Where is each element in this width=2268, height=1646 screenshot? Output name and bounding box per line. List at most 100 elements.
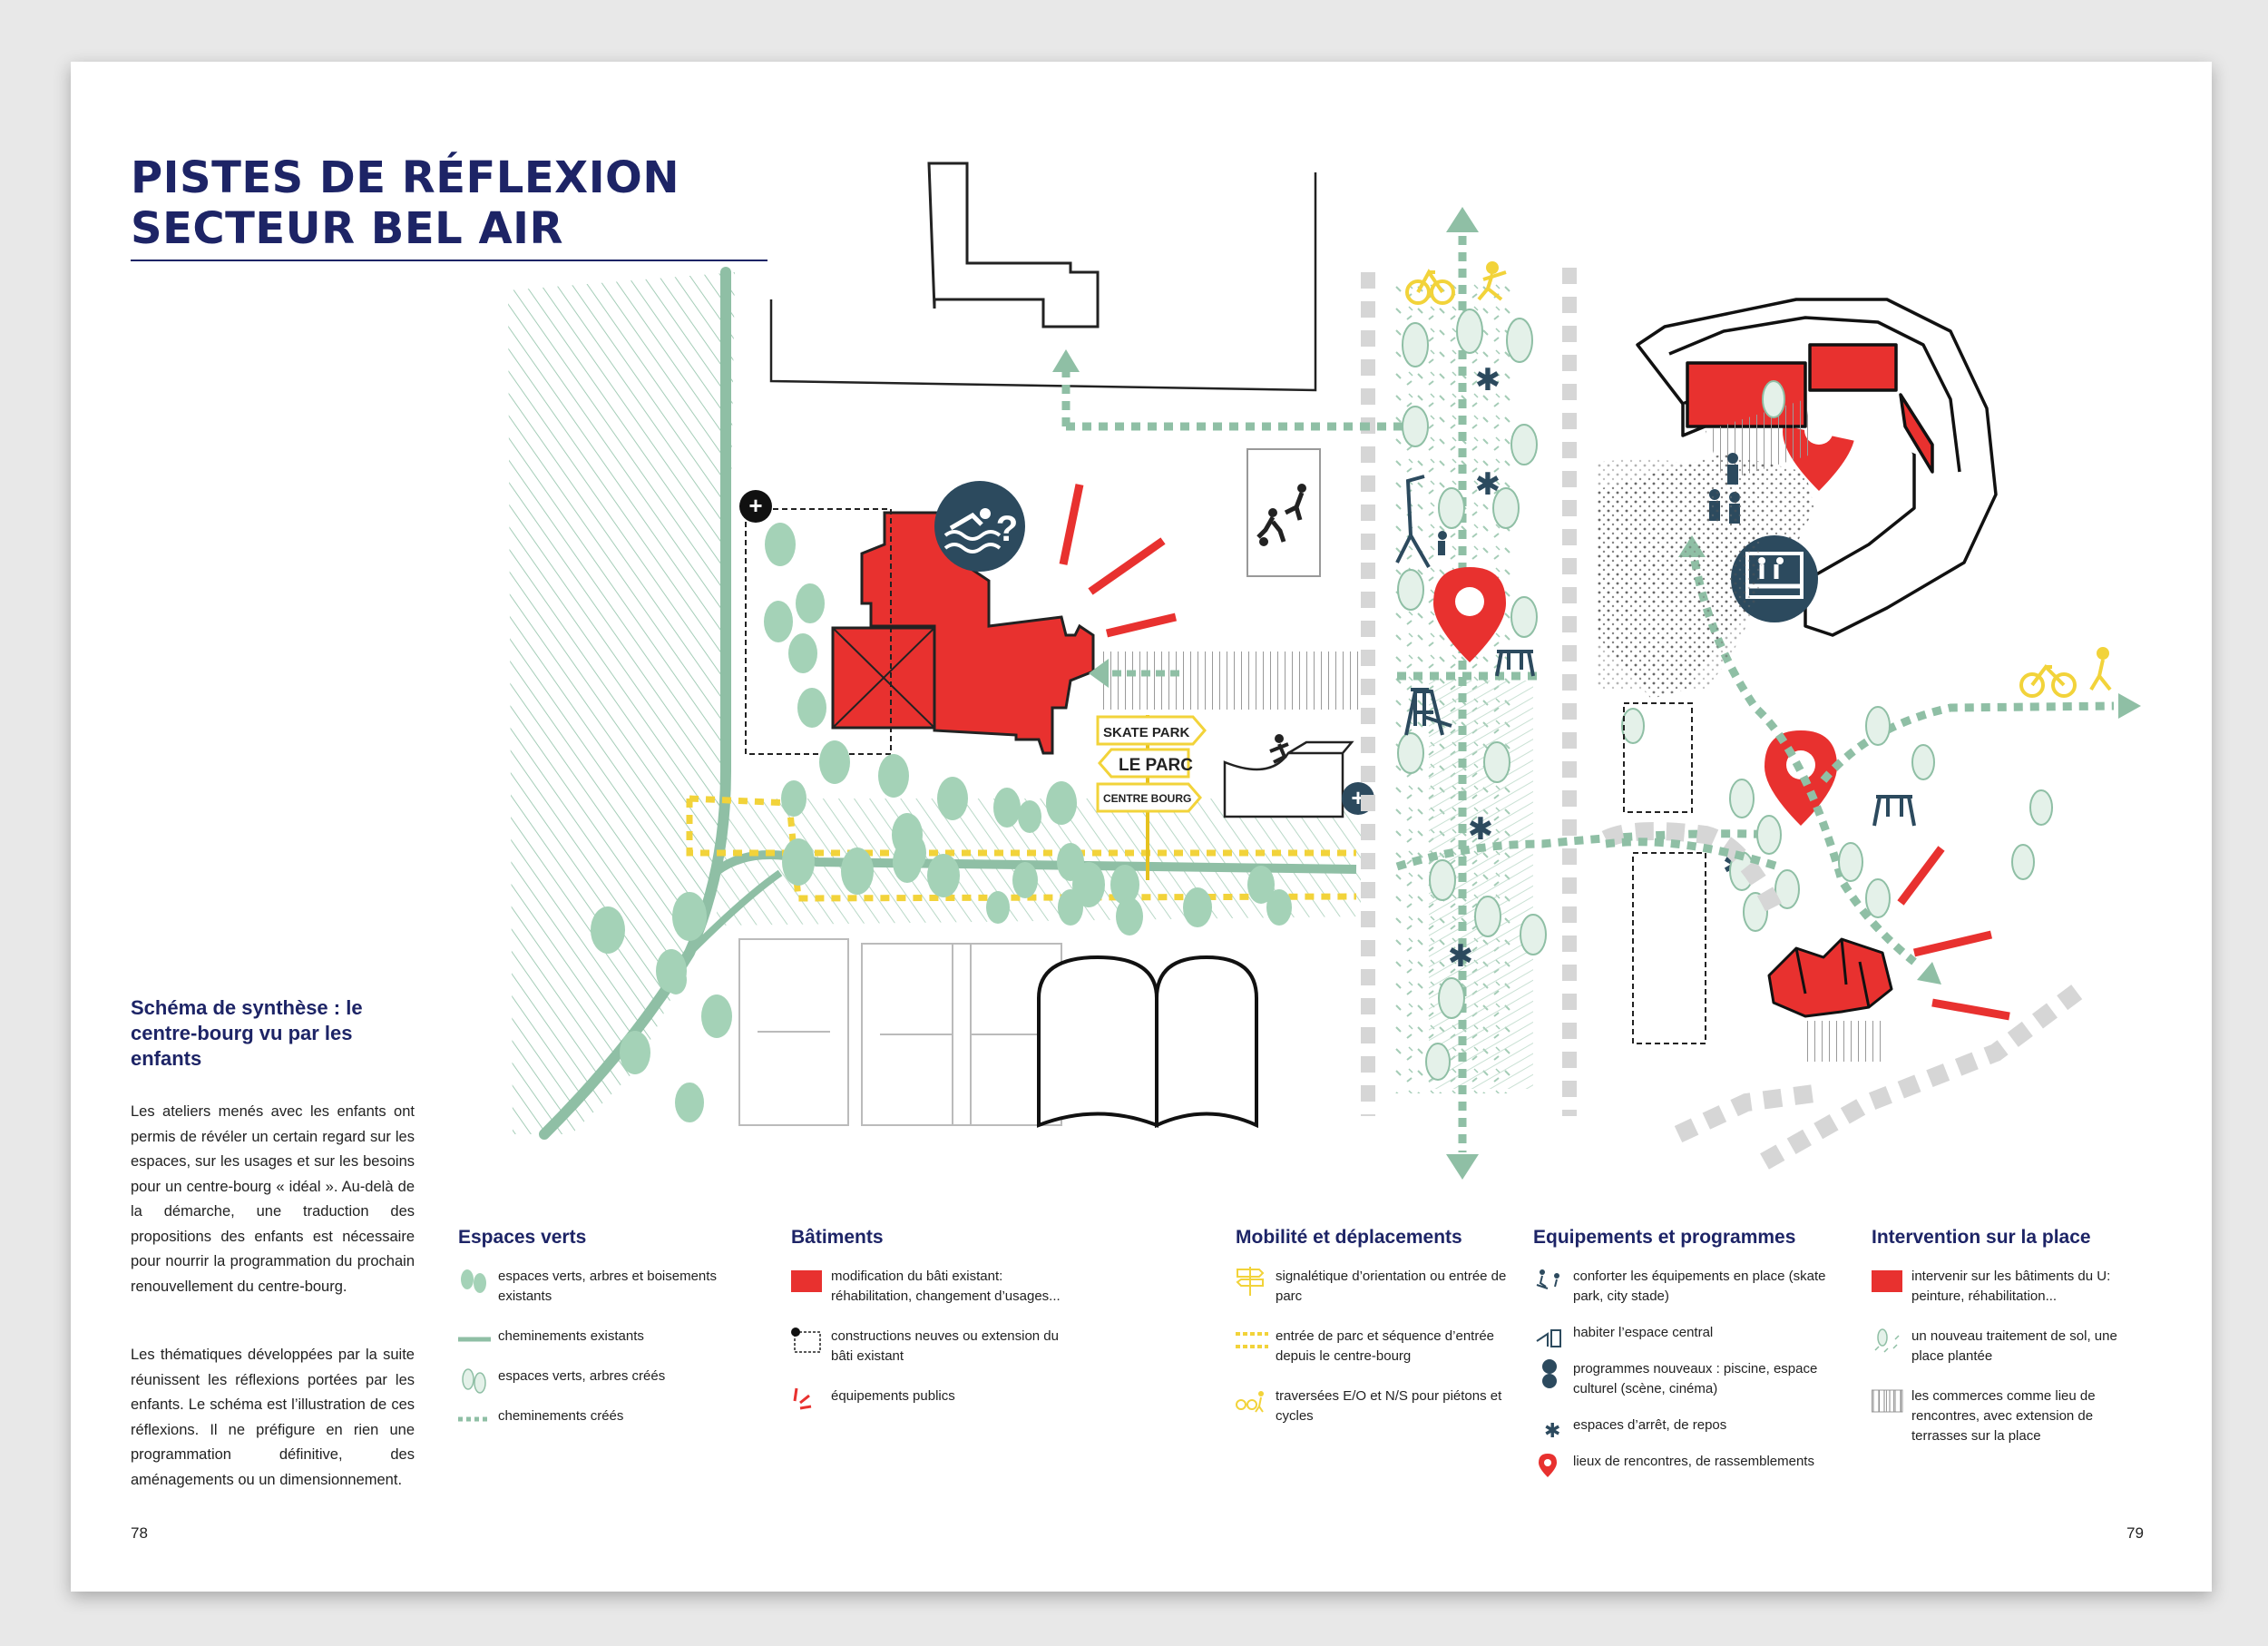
public-facilities-rays	[1059, 484, 1178, 638]
page-number-left: 78	[131, 1524, 148, 1542]
playground-icons	[1395, 475, 1535, 736]
legend-text: les commerces comme lieu de rencontres, …	[1911, 1388, 2096, 1444]
red-square-icon	[791, 1270, 822, 1292]
legend-text: lieux de rencontres, de rassemblements	[1573, 1454, 1814, 1469]
bike-pedestrian-icon-east	[2019, 647, 2112, 698]
legend-item: cheminements existants	[458, 1327, 758, 1347]
new-construction-outlines	[1623, 702, 1706, 1044]
legend-item: espaces verts, arbres et boisements exis…	[458, 1267, 758, 1307]
legend-heading-intervention: Intervention sur la place	[1872, 1227, 2091, 1248]
legend-item: lieux de rencontres, de rassemblements	[1533, 1452, 1833, 1477]
gymnasium	[1037, 955, 1258, 1129]
legend-item: constructions neuves ou extension du bât…	[791, 1327, 1072, 1367]
legend-item: conforter les équipements en place (skat…	[1533, 1267, 1833, 1307]
sign-centre-bourg: CENTRE BOURG	[1103, 792, 1191, 805]
svg-text:✱: ✱	[1448, 939, 1474, 974]
bike-pedestrian-icon	[1236, 1391, 1264, 1413]
legend-text: espaces verts, arbres créés	[498, 1368, 666, 1384]
west-square-path	[1605, 838, 1780, 871]
yellow-dashed-icon	[1236, 1332, 1268, 1348]
legend-item: ✱ espaces d’arrêt, de repos	[1533, 1416, 1833, 1442]
legend-heading-equipements: Equipements et programmes	[1533, 1227, 1796, 1248]
red-building	[860, 511, 1095, 755]
legend-text: intervenir sur les bâtiments du U: peint…	[1911, 1269, 2111, 1304]
woodland-area	[508, 272, 735, 1134]
legend-batiments: Bâtiments modification du bâti existant:…	[791, 1227, 1072, 1426]
legend-text: cheminements existants	[498, 1328, 644, 1344]
program-icon	[1542, 1359, 1557, 1388]
legend-text: un nouveau traitement de sol, une place …	[1911, 1328, 2117, 1364]
climbing-child-icon	[1438, 531, 1447, 555]
city-stade	[1246, 448, 1321, 577]
page-title: PISTES DE RÉFLEXION SECTEUR BEL AIR	[131, 152, 679, 254]
legend-text: espaces d’arrêt, de repos	[1573, 1417, 1727, 1433]
new-construction-outline	[745, 508, 892, 755]
svg-text:?: ?	[996, 509, 1018, 549]
legend-text: modification du bâti existant: réhabilit…	[831, 1269, 1061, 1304]
public-facilities-icon	[793, 1387, 812, 1410]
path-east-arrow	[1820, 701, 2115, 783]
legend-intervention: Intervention sur la place intervenir sur…	[1872, 1227, 2135, 1466]
ground-treatment-icon	[1874, 1328, 1900, 1353]
sign-skate-park: SKATE PARK	[1103, 725, 1189, 740]
existing-trees	[591, 523, 1292, 1122]
legend-text: équipements publics	[831, 1388, 955, 1404]
skate-ramp	[1223, 740, 1354, 818]
svg-text:+: +	[748, 492, 762, 519]
arrow-south	[1446, 1154, 1479, 1180]
meeting-pin-corridor	[1433, 567, 1506, 662]
public-facilities-rays-square	[1897, 846, 2010, 1021]
legend-text: programmes nouveaux : piscine, espace cu…	[1573, 1361, 1818, 1396]
new-construction-icon	[791, 1328, 821, 1353]
legend-item: habiter l’espace central	[1533, 1323, 1833, 1347]
svg-text:✱: ✱	[1468, 812, 1494, 847]
legend-item: espaces verts, arbres créés	[458, 1367, 758, 1394]
plus-icon-building	[739, 490, 772, 523]
terrace-hatch	[1805, 1021, 1887, 1062]
legend-text: conforter les équipements en place (skat…	[1573, 1269, 1826, 1304]
curve-path-south	[1395, 829, 1779, 871]
corridor-edges	[1361, 268, 1577, 1116]
habitat-icon	[1536, 1329, 1561, 1347]
swimming-program-icon	[934, 481, 1025, 572]
legend-item: intervenir sur les bâtiments du U: peint…	[1872, 1267, 2135, 1307]
new-trees-corridor	[1397, 309, 1547, 1081]
legend-item: les commerces comme lieu de rencontres, …	[1872, 1386, 2135, 1446]
football-players-icon	[1256, 484, 1306, 546]
legend-equipements: Equipements et programmes conforter les …	[1533, 1227, 1833, 1492]
existing-path-branch	[687, 869, 783, 955]
legend-heading-batiments: Bâtiments	[791, 1227, 884, 1248]
legend-espaces-verts: Espaces verts espaces verts, arbres et b…	[458, 1227, 758, 1446]
square-ground-hatch	[1597, 458, 1763, 690]
pin-icon	[1539, 1454, 1557, 1477]
legend-text: entrée de parc et séquence d’entrée depu…	[1276, 1328, 1495, 1364]
existing-path-icon	[458, 1337, 491, 1342]
asterisk-icon: ✱	[1544, 1419, 1560, 1442]
signpost: SKATE PARK LE PARC CENTRE BOURG	[1096, 715, 1207, 880]
legend-heading-mobilite: Mobilité et déplacements	[1236, 1227, 1462, 1248]
legend-text: espaces verts, arbres et boisements exis…	[498, 1269, 717, 1304]
new-path-icon	[458, 1416, 491, 1422]
legend-item: un nouveau traitement de sol, une place …	[1872, 1327, 2135, 1367]
title-underline	[131, 260, 767, 261]
existing-path	[539, 267, 731, 1140]
arrow-north-school	[1052, 349, 1080, 372]
school-outline	[769, 172, 1317, 392]
legend-text: traversées E/O et N/S pour piétons et cy…	[1276, 1388, 1502, 1424]
signpost-icon	[1236, 1267, 1265, 1296]
paragraph-2: Les thématiques développées par la suite…	[131, 1347, 415, 1488]
legend-item: entrée de parc et séquence d’entrée depu…	[1236, 1327, 1508, 1367]
hatched-square-icon	[1872, 1389, 1903, 1413]
title-line-1: PISTES DE RÉFLEXION	[131, 152, 680, 203]
new-trees-icon	[462, 1368, 486, 1394]
legend-item: programmes nouveaux : piscine, espace cu…	[1533, 1359, 1833, 1399]
legend-item: signalétique d’orientation ou entrée de …	[1236, 1267, 1508, 1307]
bike-pedestrian-icon-top	[1405, 261, 1507, 305]
page-number-right: 79	[2126, 1524, 2144, 1542]
legend-item: modification du bâti existant: réhabilit…	[791, 1267, 1072, 1307]
legend-mobilite: Mobilité et déplacements signalétique d’…	[1236, 1227, 1508, 1446]
red-shops	[1767, 937, 1893, 1018]
skate-icon	[1536, 1269, 1559, 1289]
arrow-north	[1446, 207, 1479, 232]
swing-icon-square	[1872, 795, 1916, 827]
